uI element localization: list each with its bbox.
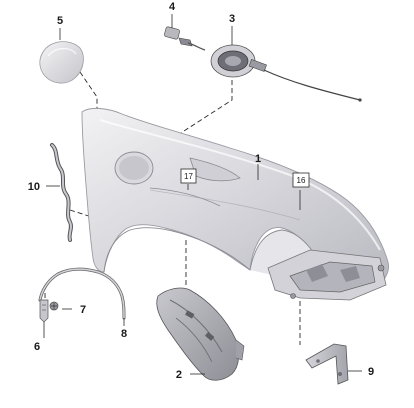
reference-box-16: 16 (292, 172, 310, 188)
reference-label-17: 17 (184, 172, 193, 181)
callout-1: 1 (255, 153, 261, 165)
reference-box-17: 17 (180, 168, 197, 184)
seal-strip-part (50, 143, 73, 242)
support-bracket-part (305, 343, 349, 385)
fuel-filler-housing-part (210, 44, 362, 102)
callout-5: 5 (57, 15, 63, 27)
callout-2: 2 (176, 369, 182, 381)
fuel-filler-flap-part (39, 41, 84, 84)
wheel-arch-trim-part (38, 267, 126, 320)
callout-8: 8 (121, 328, 127, 340)
clip-part (39, 299, 49, 323)
callout-9: 9 (368, 366, 374, 378)
wheel-housing-liner-part (156, 287, 245, 381)
callout-4: 4 (169, 1, 176, 13)
callout-10: 10 (28, 181, 40, 193)
callout-6: 6 (34, 341, 40, 353)
connector-part (164, 26, 206, 51)
screw-part (49, 301, 59, 311)
reference-label-16: 16 (297, 176, 306, 185)
fender-mounting-bracket (267, 249, 387, 301)
leader-lines (43, 14, 362, 375)
callout-3: 3 (229, 13, 235, 25)
callout-7: 7 (80, 304, 86, 316)
